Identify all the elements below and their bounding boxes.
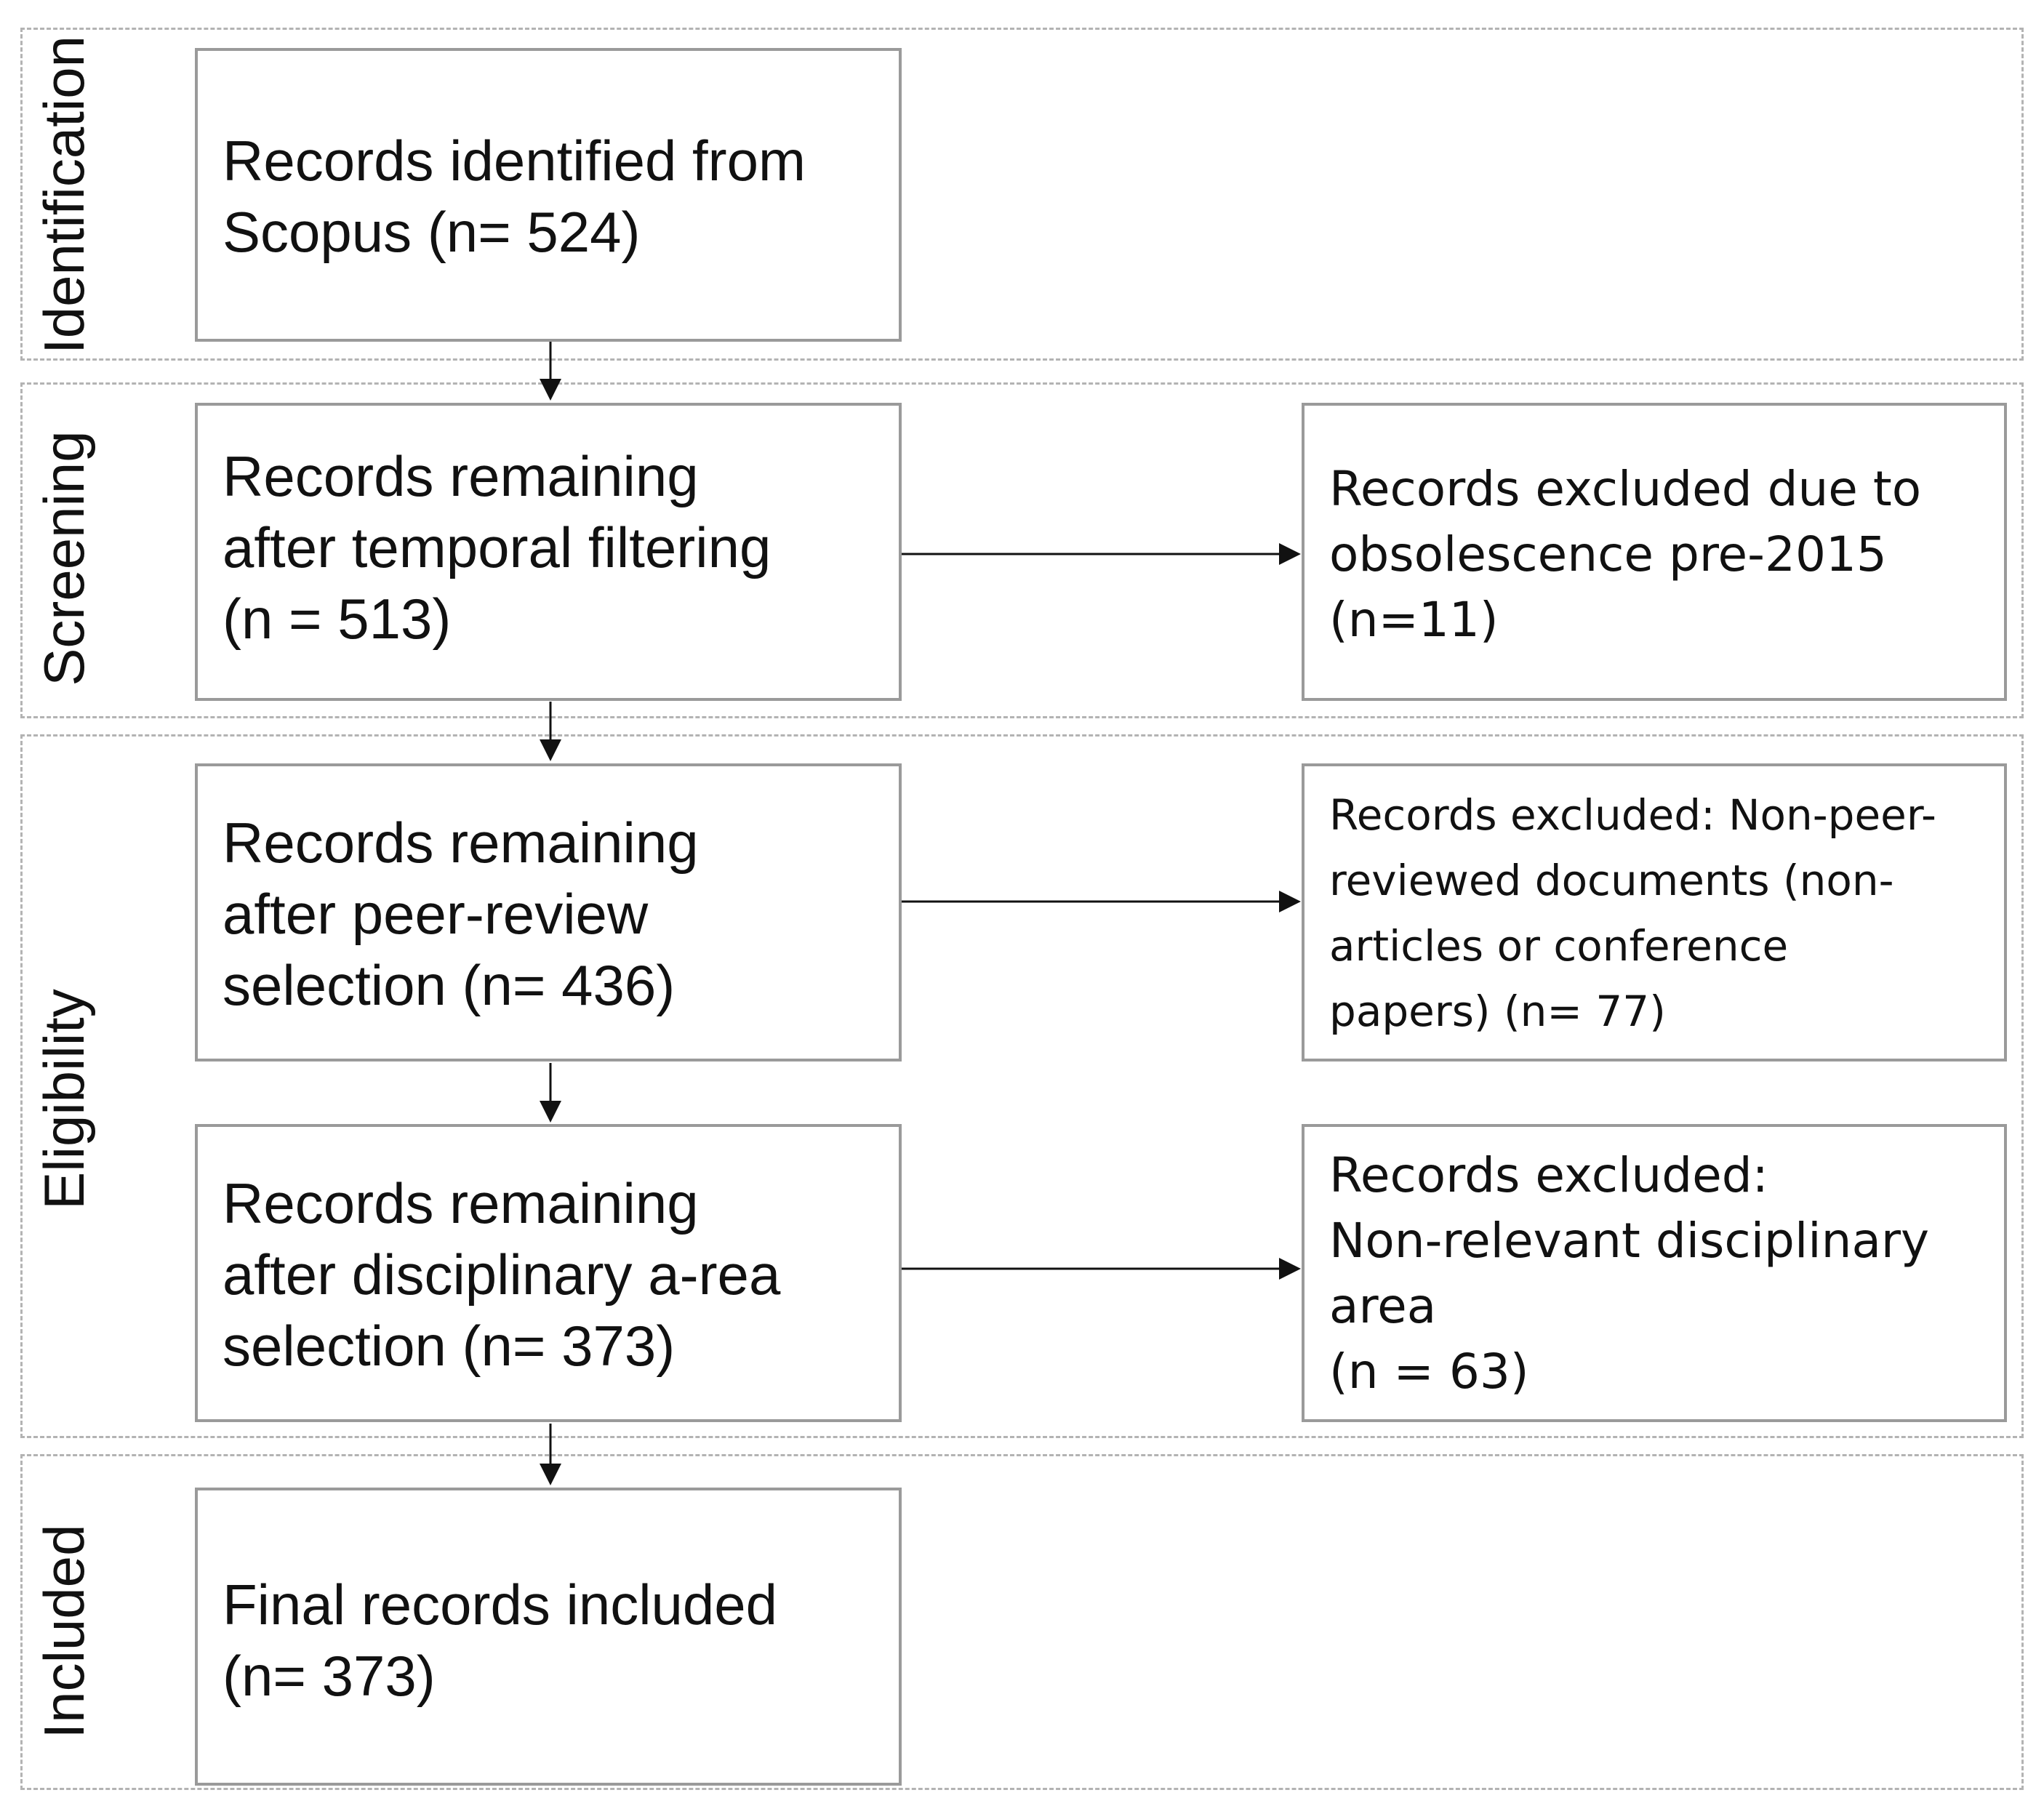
box-line: Non-relevant disciplinary [1329,1213,1930,1269]
box-line: Records remaining [223,1171,699,1235]
stage-label-screening: Screening [32,430,96,686]
box-records-temporal: Records remaining after temporal filteri… [195,403,902,701]
box-line: after peer-review [223,882,649,946]
box-line: selection (n= 436) [223,953,676,1017]
stage-included [20,1454,2024,1790]
box-line: reviewed documents (non- [1329,856,1894,905]
box-line: Records remaining [223,444,699,508]
box-excluded-discipline: Records excluded: Non-relevant disciplin… [1302,1124,2007,1422]
box-records-peer-review: Records remaining after peer-review sele… [195,763,902,1061]
box-line: Records excluded: [1329,1147,1768,1203]
box-line: after disciplinary a-rea [223,1243,781,1307]
box-records-disciplinary: Records remaining after disciplinary a-r… [195,1124,902,1422]
box-excluded-temporal: Records excluded due to obsolescence pre… [1302,403,2007,701]
box-line: after temporal filtering [223,515,771,579]
box-records-identified: Records identified from Scopus (n= 524) [195,48,902,342]
box-line: Scopus (n= 524) [223,200,641,264]
stage-eligibility [20,734,2024,1438]
box-line: Records remaining [223,811,699,875]
box-line: Records identified from [223,129,806,193]
box-line: (n= 373) [223,1644,436,1708]
stage-screening [20,382,2024,718]
stage-label-included: Included [32,1524,96,1739]
box-line: articles or conference [1329,921,1789,971]
stage-label-identification: Identification [32,36,96,354]
stage-identification [20,28,2024,361]
box-line: (n = 63) [1329,1344,1529,1400]
box-final-included: Final records included (n= 373) [195,1488,902,1786]
box-excluded-peer: Records excluded: Non-peer- reviewed doc… [1302,763,2007,1061]
box-line: selection (n= 373) [223,1314,676,1378]
stage-label-eligibility: Eligibility [32,989,96,1210]
box-line: papers) (n= 77) [1329,987,1666,1036]
box-line: (n = 513) [223,587,452,651]
box-line: obsolescence pre-2015 [1329,526,1887,582]
box-line: area [1329,1278,1437,1334]
box-line: Records excluded due to [1329,461,1922,517]
box-line: Final records included [223,1573,778,1637]
box-line: Records excluded: Non-peer- [1329,790,1936,840]
box-line: (n=11) [1329,592,1499,648]
